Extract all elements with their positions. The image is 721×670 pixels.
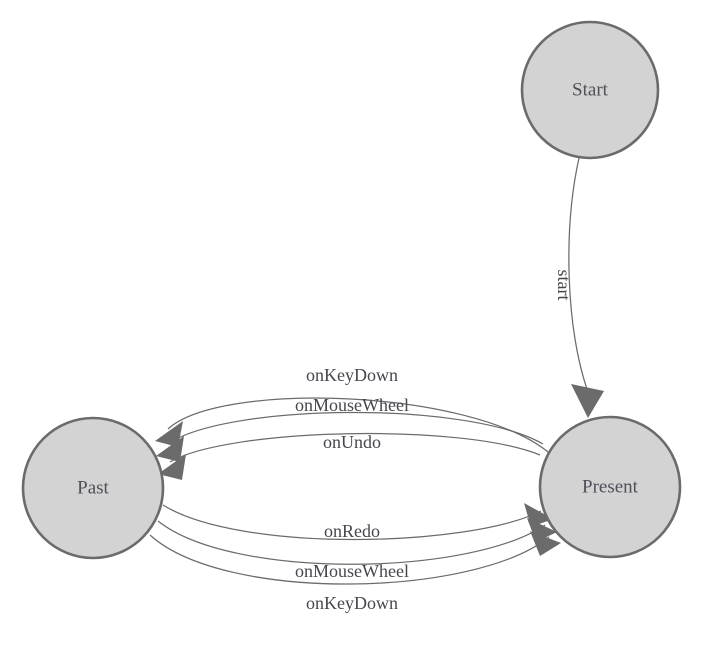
arrowhead-start-present: [571, 384, 604, 418]
node-present[interactable]: Present: [538, 415, 682, 559]
edge-label-start: start: [554, 270, 574, 301]
edge-label-past-present-mousewheel: onMouseWheel: [295, 561, 409, 581]
edge-past-to-present-onkeydown[interactable]: onKeyDown: [149, 531, 561, 613]
edge-start-to-present[interactable]: start: [554, 157, 604, 418]
edge-present-to-past-onundo[interactable]: onUndo: [158, 432, 541, 480]
edge-label-past-present-redo: onRedo: [324, 521, 380, 541]
arrowhead-present-past-mousewheel: [156, 436, 184, 462]
edge-path-past-present-redo: [162, 504, 542, 541]
edge-path-present-past-undo: [169, 432, 541, 463]
edge-label-present-past-keydown: onKeyDown: [306, 365, 398, 385]
arrowhead-present-past-keydown: [155, 421, 183, 447]
edge-label-present-past-undo: onUndo: [323, 432, 381, 452]
node-start-label: Start: [572, 79, 609, 100]
arrowhead-present-past-undo: [158, 454, 186, 480]
node-start-circle: [520, 20, 660, 160]
edge-path-past-present-keydown: [149, 534, 550, 585]
edge-path-start-present: [568, 157, 589, 393]
node-past[interactable]: Past: [21, 416, 165, 560]
edge-path-present-past-mousewheel: [167, 411, 544, 445]
edge-present-to-past-onmousewheel[interactable]: onMouseWheel: [156, 395, 544, 462]
edge-path-past-present-mousewheel: [157, 520, 546, 565]
node-past-circle: [21, 416, 165, 560]
edge-past-to-present-onredo[interactable]: onRedo: [162, 503, 553, 541]
edge-label-present-past-mousewheel: onMouseWheel: [295, 395, 409, 415]
node-past-label: Past: [77, 477, 109, 498]
node-present-circle: [538, 415, 682, 559]
arrowhead-past-present-keydown: [530, 531, 561, 556]
edge-label-past-present-keydown: onKeyDown: [306, 593, 398, 613]
node-start[interactable]: Start: [520, 20, 660, 160]
node-present-label: Present: [582, 476, 639, 497]
